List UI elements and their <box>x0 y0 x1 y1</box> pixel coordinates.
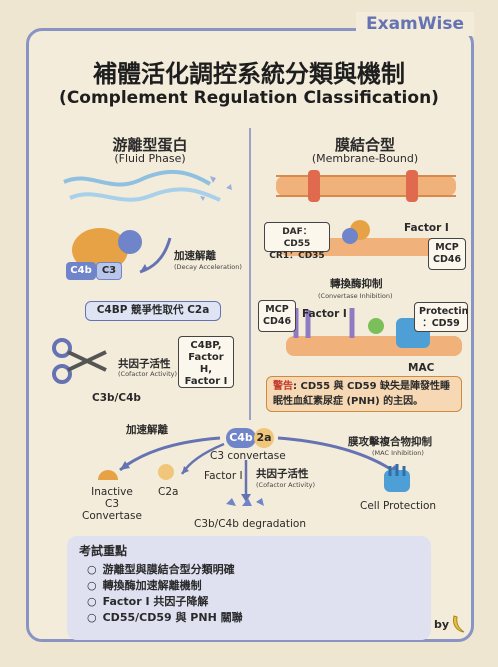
membrane-top <box>276 170 456 202</box>
warning-text: : CD55 與 CD59 缺失是陣發性睡眠性血紅素尿症 (PNH) 的主因。 <box>273 381 451 407</box>
factor-i-top-label: Factor I <box>404 222 449 234</box>
cofactor-box: C4BP, Factor H, Factor I <box>178 336 234 388</box>
exam-point-item: 轉換酶加速解離機制 <box>79 578 419 594</box>
decay-label: 加速解離 <box>174 250 216 262</box>
convertase-inhibition-sublabel: (Convertase Inhibition) <box>318 292 393 300</box>
decay-flow-label: 加速解離 <box>126 424 168 436</box>
cofactor-sublabel: (Cofactor Activity) <box>118 370 178 378</box>
column-divider <box>249 128 251 420</box>
pnh-warning-box: 警告: CD55 與 CD59 缺失是陣發性睡眠性血紅素尿症 (PNH) 的主因… <box>266 376 462 412</box>
byline: by <box>434 618 450 631</box>
warning-label: 警告 <box>273 381 293 392</box>
membrane-subheading: (Membrane-Bound) <box>311 152 419 165</box>
mac-inhibition-sublabel: (MAC Inhibition) <box>372 449 424 457</box>
fluid-phase-heading: 游離型蛋白 <box>112 136 188 154</box>
exam-points-title: 考試重點 <box>79 544 128 558</box>
exam-points-box: 考試重點 游離型與膜結合型分類明確 轉換酶加速解離機制 Factor I 共因子… <box>67 536 431 640</box>
mcp-bottom-box: MCP CD46 <box>258 300 296 332</box>
c3-tag: C3 <box>96 262 122 280</box>
page-subtitle: (Complement Regulation Classification) <box>59 88 439 108</box>
plasma-waves <box>63 169 221 202</box>
exam-point-item: CD55/CD59 與 PNH 關聯 <box>79 610 419 626</box>
c4bp-box: C4BP 競爭性取代 C2a <box>85 301 221 321</box>
c3b-c4b-label: C3b/C4b <box>92 392 141 404</box>
cofactor-flow-label: 共因子活性 <box>256 468 309 480</box>
fluid-phase-illustration <box>63 169 232 274</box>
convertase-inhibition-label: 轉換酶抑制 <box>330 278 383 290</box>
mac-label: MAC <box>408 362 435 374</box>
cofactor-label: 共因子活性 <box>118 358 171 370</box>
protectin-box: Protectin ：CD59 <box>414 302 468 332</box>
inactive-convertase-icon <box>98 470 118 480</box>
cell-protection-icon <box>384 464 410 492</box>
cofactor-flow-sublabel: (Cofactor Activity) <box>256 481 316 489</box>
c3-convertase-molecule <box>72 228 142 272</box>
c2a-pill: 2a <box>254 428 274 448</box>
c3-convertase-label: C3 convertase <box>210 450 286 462</box>
page-title: 補體活化調控系統分類與機制 <box>93 60 405 88</box>
factor-i-flow-label: Factor I <box>204 470 243 482</box>
inactive-convertase-label: Inactive C3 Convertase <box>82 486 142 522</box>
fluid-phase-subheading: (Fluid Phase) <box>114 152 186 165</box>
c4b-pill: C4b <box>226 428 256 448</box>
c2a-icon <box>158 464 174 480</box>
c2a-label: C2a <box>158 486 179 498</box>
degradation-label: C3b/C4b degradation <box>194 518 306 530</box>
factor-i-mid-label: Factor I <box>302 308 347 320</box>
exam-point-item: Factor I 共因子降解 <box>79 594 419 610</box>
membrane-illustration <box>276 170 462 356</box>
banana-icon <box>453 615 465 633</box>
mac-inhibition-label: 膜攻擊複合物抑制 <box>348 436 432 448</box>
c4b-tag: C4b <box>66 262 96 280</box>
daf-cr1-box: DAF：CD55 CR1：CD35 <box>264 222 330 261</box>
floating-fragments <box>200 176 232 201</box>
membrane-heading: 膜結合型 <box>334 136 395 154</box>
brand-logo: ExamWise <box>356 12 474 36</box>
degradation-fragments-icon <box>226 498 264 506</box>
decay-sublabel: (Decay Acceleration) <box>174 263 242 271</box>
mcp-top-box: MCP CD46 <box>428 238 466 270</box>
exam-point-item: 游離型與膜結合型分類明確 <box>79 562 419 578</box>
cell-protection-label: Cell Protection <box>360 500 437 512</box>
scissors-icon <box>52 338 107 384</box>
